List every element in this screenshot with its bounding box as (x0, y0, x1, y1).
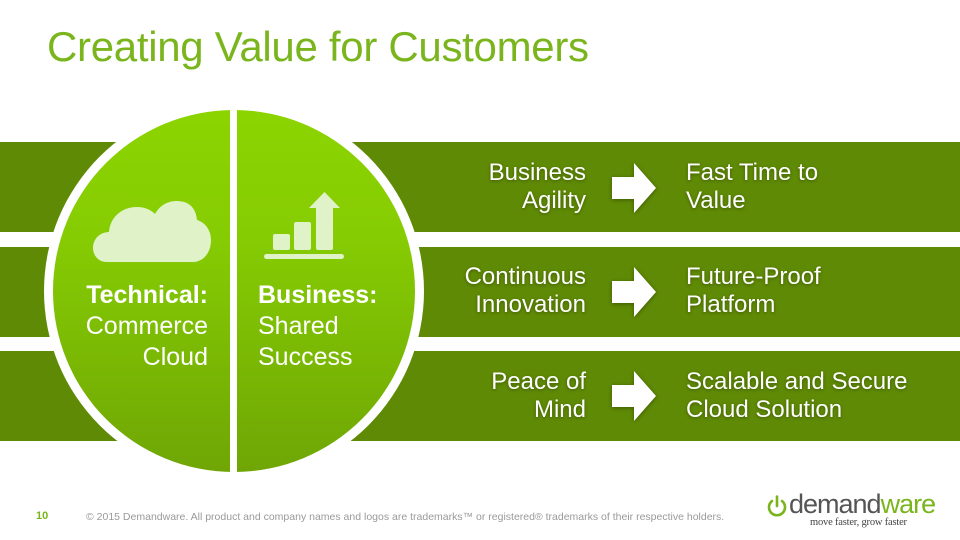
row-3-to-line-1: Scalable and Secure (686, 368, 908, 395)
circle-divider (230, 110, 237, 472)
cloud-icon (93, 201, 211, 262)
row-1-to: Fast Time to Value (686, 159, 818, 215)
row-1-from-line-2: Agility (521, 187, 586, 214)
row-2-from-line-1: Continuous (464, 263, 586, 290)
row-1-from: Business Agility (489, 159, 586, 215)
slide-title: Creating Value for Customers (47, 23, 589, 70)
demandware-logo: demandware move faster, grow faster (767, 489, 937, 533)
technical-label: Technical: Commerce Cloud (86, 280, 208, 373)
arrow-right-icon (612, 163, 656, 213)
row-3-to-line-2: Cloud Solution (686, 396, 843, 423)
row-1-to-line-2: Value (686, 187, 746, 214)
row-2-from-line-2: Innovation (475, 291, 586, 318)
row-2-to-line-1: Future-Proof (686, 263, 821, 290)
row-2-from: Continuous Innovation (465, 263, 586, 319)
power-icon (767, 495, 787, 517)
arrow-right-icon (612, 371, 656, 421)
logo-word-main: demand (789, 489, 882, 519)
value-circle: Technical: Commerce Cloud Business: Shar… (53, 110, 415, 472)
row-3-from-line-2: Mind (533, 396, 586, 423)
arrow-right-icon (612, 267, 656, 317)
business-line-1: Shared (258, 312, 339, 340)
page-number: 10 (36, 510, 49, 522)
technical-heading: Technical: (86, 281, 208, 309)
technical-line-2: Cloud (142, 343, 208, 371)
bar-chart-growth-icon (264, 192, 344, 259)
row-2-to-line-2: Platform (686, 291, 776, 318)
row-3-from-line-1: Peace of (491, 368, 586, 395)
row-3-from: Peace of Mind (491, 368, 586, 424)
row-2-to: Future-Proof Platform (686, 263, 821, 319)
row-1-from-line-1: Business (488, 159, 586, 186)
logo-wordmark: demandware (789, 489, 937, 520)
technical-line-1: Commerce (85, 312, 208, 340)
logo-tagline: move faster, grow faster (810, 517, 907, 528)
row-3-to: Scalable and Secure Cloud Solution (686, 368, 907, 424)
row-1-to-line-1: Fast Time to (686, 159, 819, 186)
logo-word-accent: ware (880, 489, 937, 519)
business-label: Business: Shared Success (258, 280, 377, 373)
business-line-2: Success (258, 343, 353, 371)
copyright-notice: © 2015 Demandware. All product and compa… (86, 511, 725, 523)
business-heading: Business: (258, 281, 378, 309)
